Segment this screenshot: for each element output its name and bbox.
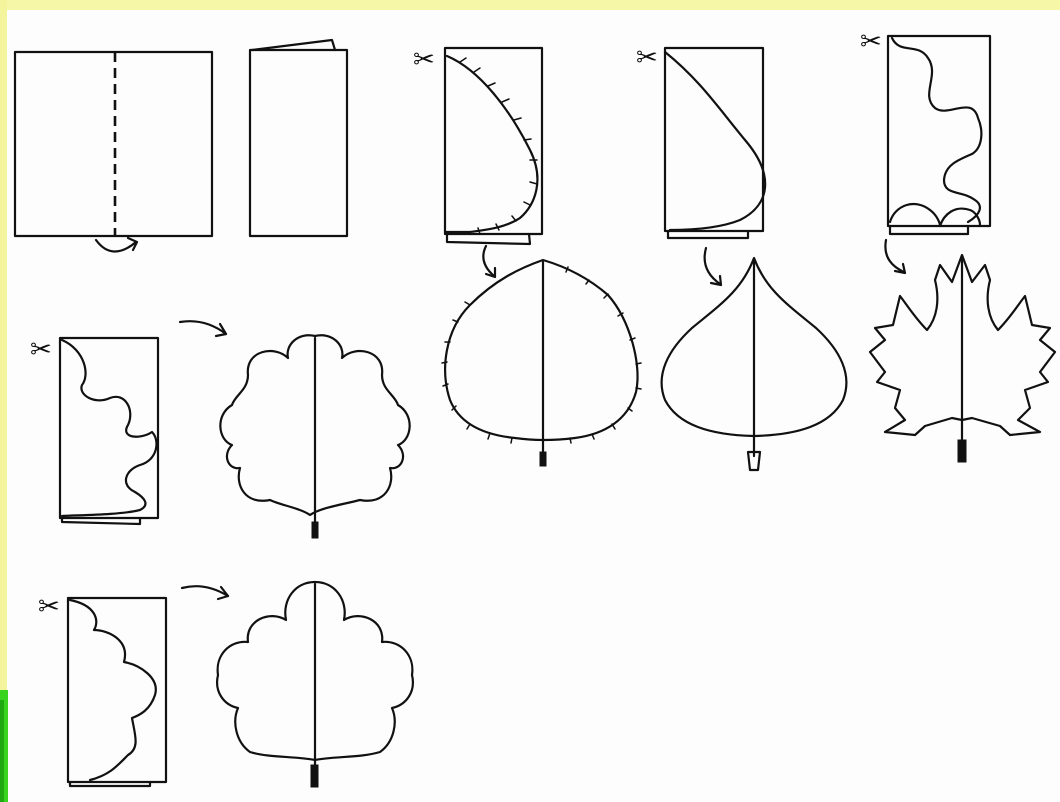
leaf-serrations	[442, 267, 641, 443]
step-unfolded-sheet	[15, 52, 212, 252]
serration-marks	[460, 58, 537, 234]
cut-line-base	[890, 204, 980, 226]
template-fold-edge	[890, 226, 968, 234]
leaf-1-serrated-round	[442, 260, 641, 466]
template-rect	[60, 338, 158, 518]
arrow-line	[885, 240, 904, 272]
template-maple-leaf: ✂	[860, 27, 990, 234]
arrow-line	[180, 321, 226, 334]
leaf-3-maple	[870, 255, 1055, 462]
template-scalloped-leaf: ✂	[38, 592, 166, 786]
arrow-to-leaf-4	[180, 321, 226, 336]
cut-line	[62, 340, 156, 516]
leaf-4-wavy-oak	[220, 335, 409, 538]
scissors-icon: ✂	[413, 45, 435, 75]
cut-line	[445, 56, 537, 232]
arrow-line	[705, 248, 720, 284]
step-folded-sheet	[250, 40, 347, 236]
folded-sheet-outline	[250, 50, 347, 236]
leaf-2-smooth-teardrop	[662, 258, 847, 470]
arrow-line	[483, 246, 494, 276]
folded-flap	[252, 40, 335, 50]
cut-line	[70, 600, 156, 780]
template-serrated-leaf: ✂	[413, 45, 542, 244]
fold-arrow	[96, 240, 136, 252]
template-rect	[665, 48, 763, 231]
sheet-outline	[15, 52, 212, 236]
leaf-outline	[445, 260, 637, 440]
cut-line	[665, 52, 765, 230]
cut-line-edge	[892, 38, 981, 222]
scissors-icon: ✂	[30, 335, 52, 365]
arrow-to-leaf-1	[483, 246, 495, 277]
template-rect	[445, 48, 542, 234]
leaf-stem	[312, 522, 318, 538]
template-fold-edge	[447, 234, 530, 244]
arrow-to-leaf-5	[182, 586, 228, 599]
scissors-icon: ✂	[860, 27, 882, 57]
arrow-to-leaf-3	[885, 240, 905, 273]
template-rect	[68, 598, 166, 782]
leaf-stem	[311, 765, 318, 787]
scissors-icon: ✂	[38, 592, 60, 622]
arrow-to-leaf-2	[705, 248, 721, 285]
leaf-5-scalloped	[217, 582, 413, 787]
template-smooth-leaf: ✂	[636, 43, 765, 238]
leaf-stem	[958, 440, 966, 462]
template-wavy-leaf: ✂	[30, 335, 158, 524]
scissors-icon: ✂	[636, 43, 658, 73]
template-rect	[888, 36, 990, 226]
leaf-stem	[540, 452, 546, 466]
